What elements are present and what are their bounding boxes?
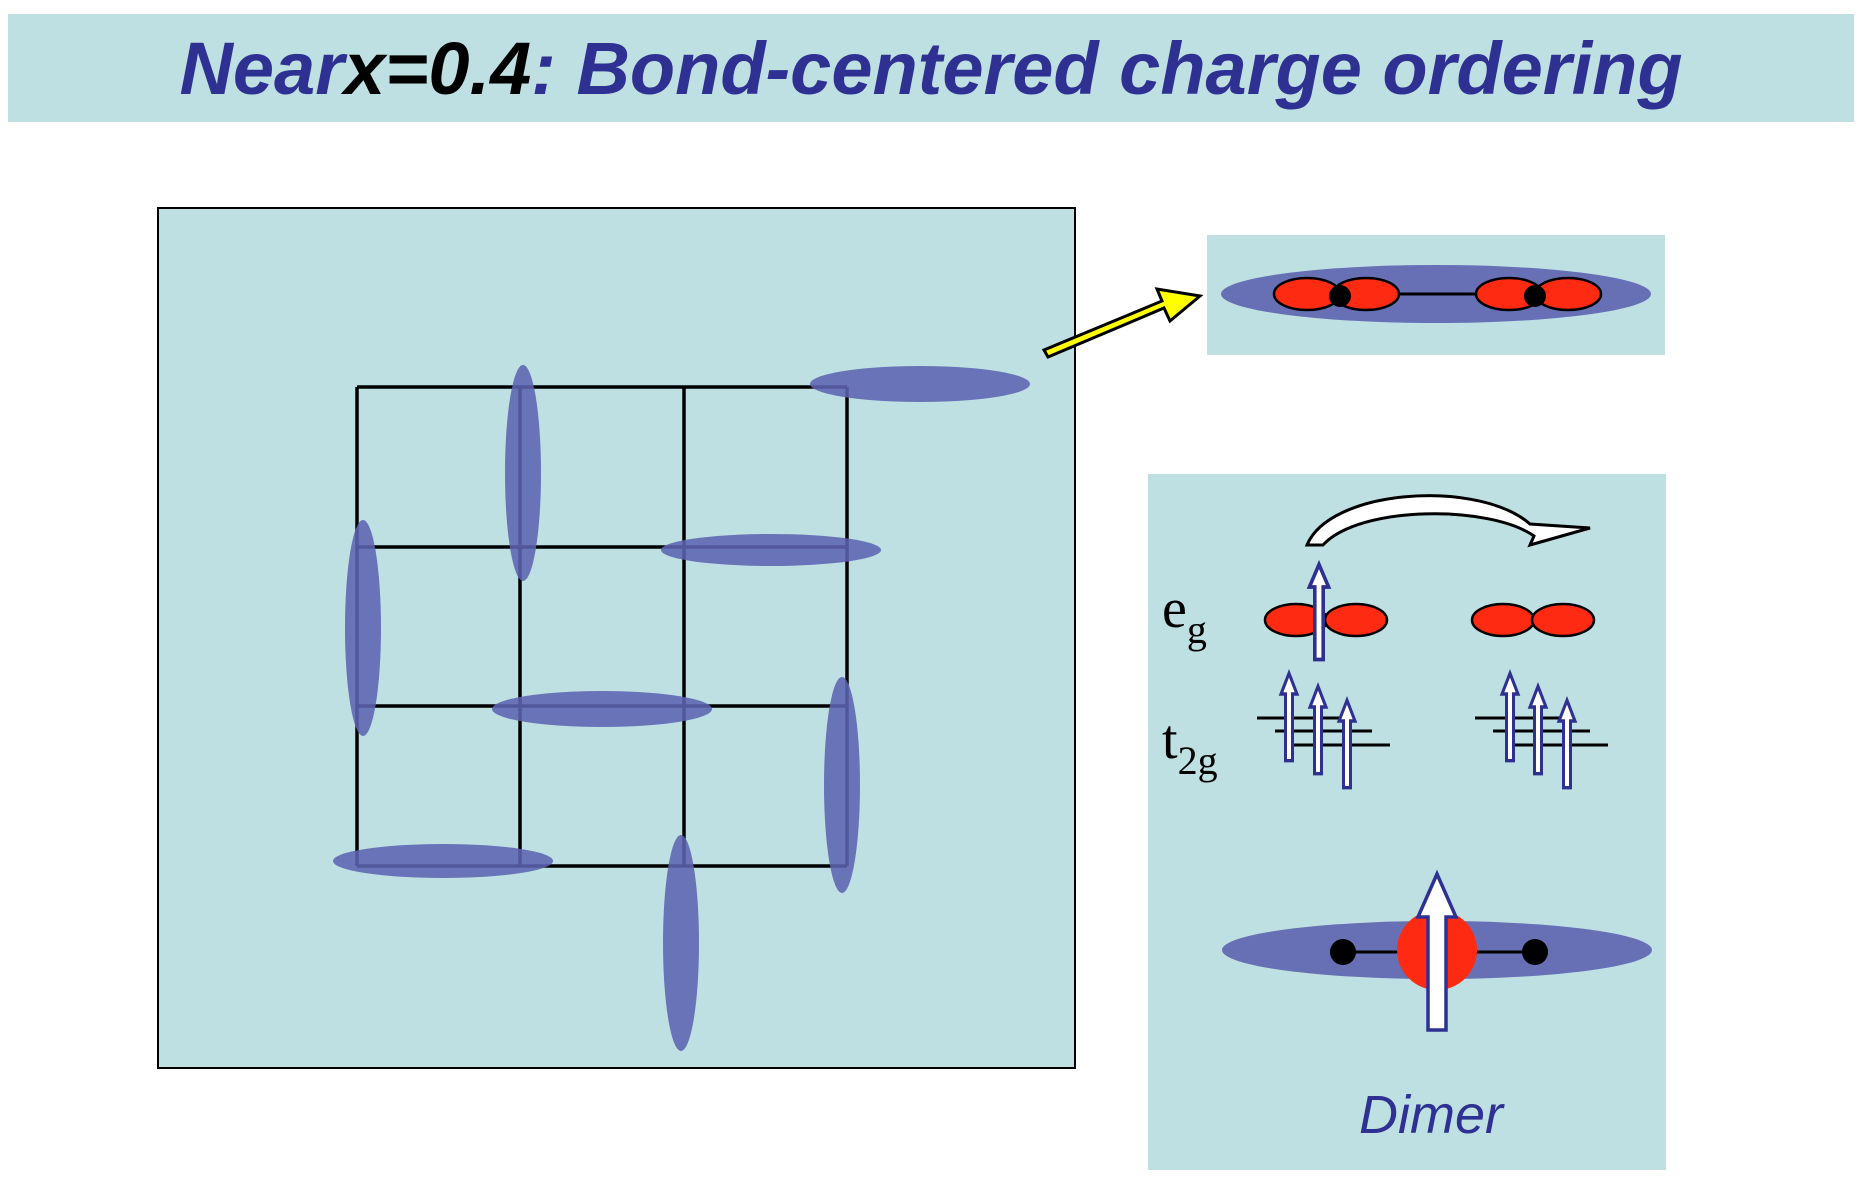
eg-orbital	[1263, 602, 1389, 638]
atom-site	[1330, 939, 1356, 965]
dimer-ellipse	[663, 835, 699, 1051]
lattice-panel-bg	[157, 207, 1076, 1069]
dimer-ellipse	[333, 844, 553, 878]
eg-orbital	[1470, 602, 1596, 638]
title-variable: x=0.4	[344, 26, 532, 110]
dimer-ellipse	[824, 677, 860, 893]
lattice-panel	[157, 207, 1076, 1069]
dimer-ellipse	[345, 520, 381, 736]
energy-panel: eg t2g	[1148, 474, 1666, 1170]
dimer-ellipse	[492, 691, 712, 727]
dimer-ellipse	[505, 365, 541, 581]
t2g-label: t2g	[1162, 709, 1218, 783]
dimer-ellipse	[661, 534, 881, 566]
eg-label: eg	[1162, 578, 1207, 652]
charge-dimer-ellipses	[333, 365, 1030, 1051]
dimer-ellipse	[810, 366, 1030, 402]
title-suffix: : Bond-centered charge ordering	[531, 26, 1683, 110]
yellow-arrow-icon	[1041, 287, 1204, 359]
atom-site	[1522, 939, 1548, 965]
dimer-label: Dimer	[1359, 1085, 1505, 1145]
zoom-panel	[1207, 235, 1665, 355]
atom-site	[1329, 285, 1351, 307]
spin-up-arrow-icon	[1415, 869, 1459, 1032]
atom-site	[1524, 285, 1546, 307]
title-prefix: Near	[179, 26, 345, 110]
curved-hopping-arrow-icon	[1304, 494, 1591, 548]
energy-panel-bg	[1148, 474, 1666, 1170]
slide-title: Near x=0.4 : Bond-centered charge orderi…	[8, 14, 1854, 122]
eg-orbital	[1474, 276, 1603, 312]
